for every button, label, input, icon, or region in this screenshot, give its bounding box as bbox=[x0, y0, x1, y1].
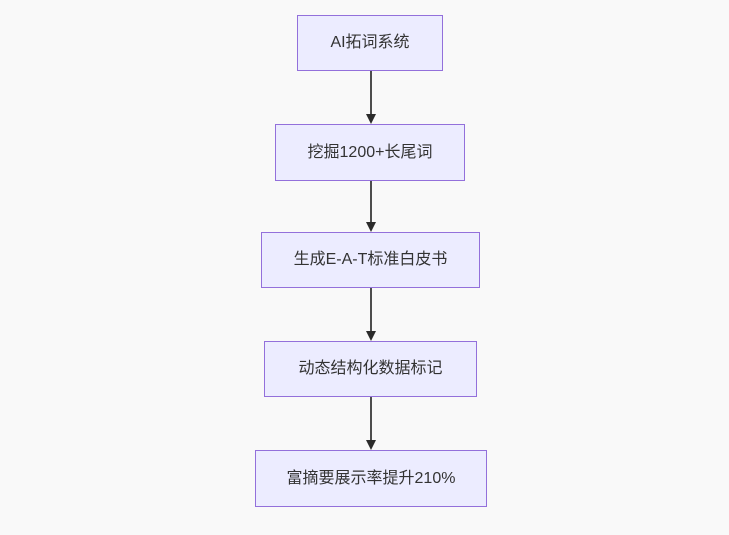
flow-node-label: 富摘要展示率提升210% bbox=[286, 469, 456, 487]
flow-edge-2 bbox=[365, 181, 376, 232]
edge-line bbox=[369, 397, 372, 440]
flow-node-label: 挖掘1200+长尾词 bbox=[307, 143, 433, 161]
flow-node-rich-snippet-result: 富摘要展示率提升210% bbox=[255, 450, 487, 507]
flow-node-label: 生成E-A-T标准白皮书 bbox=[293, 251, 448, 268]
edge-line bbox=[369, 181, 372, 222]
flow-node-structured-data-markup: 动态结构化数据标记 bbox=[264, 341, 477, 397]
arrowhead-down-icon bbox=[365, 440, 376, 450]
flow-node-ai-keyword-system: AI拓词系统 bbox=[297, 15, 443, 71]
edge-line bbox=[369, 288, 372, 331]
flow-node-label: AI拓词系统 bbox=[330, 34, 410, 51]
arrowhead-down-icon bbox=[365, 331, 376, 341]
edge-line bbox=[369, 71, 372, 114]
arrowhead-down-icon bbox=[365, 114, 376, 124]
flow-node-longtail-mining: 挖掘1200+长尾词 bbox=[275, 124, 465, 181]
flow-edge-4 bbox=[365, 397, 376, 450]
arrowhead-down-icon bbox=[365, 222, 376, 232]
flow-edge-1 bbox=[365, 71, 376, 124]
flow-edge-3 bbox=[365, 288, 376, 341]
flow-node-label: 动态结构化数据标记 bbox=[298, 360, 443, 377]
flow-node-eat-whitepaper: 生成E-A-T标准白皮书 bbox=[261, 232, 480, 288]
